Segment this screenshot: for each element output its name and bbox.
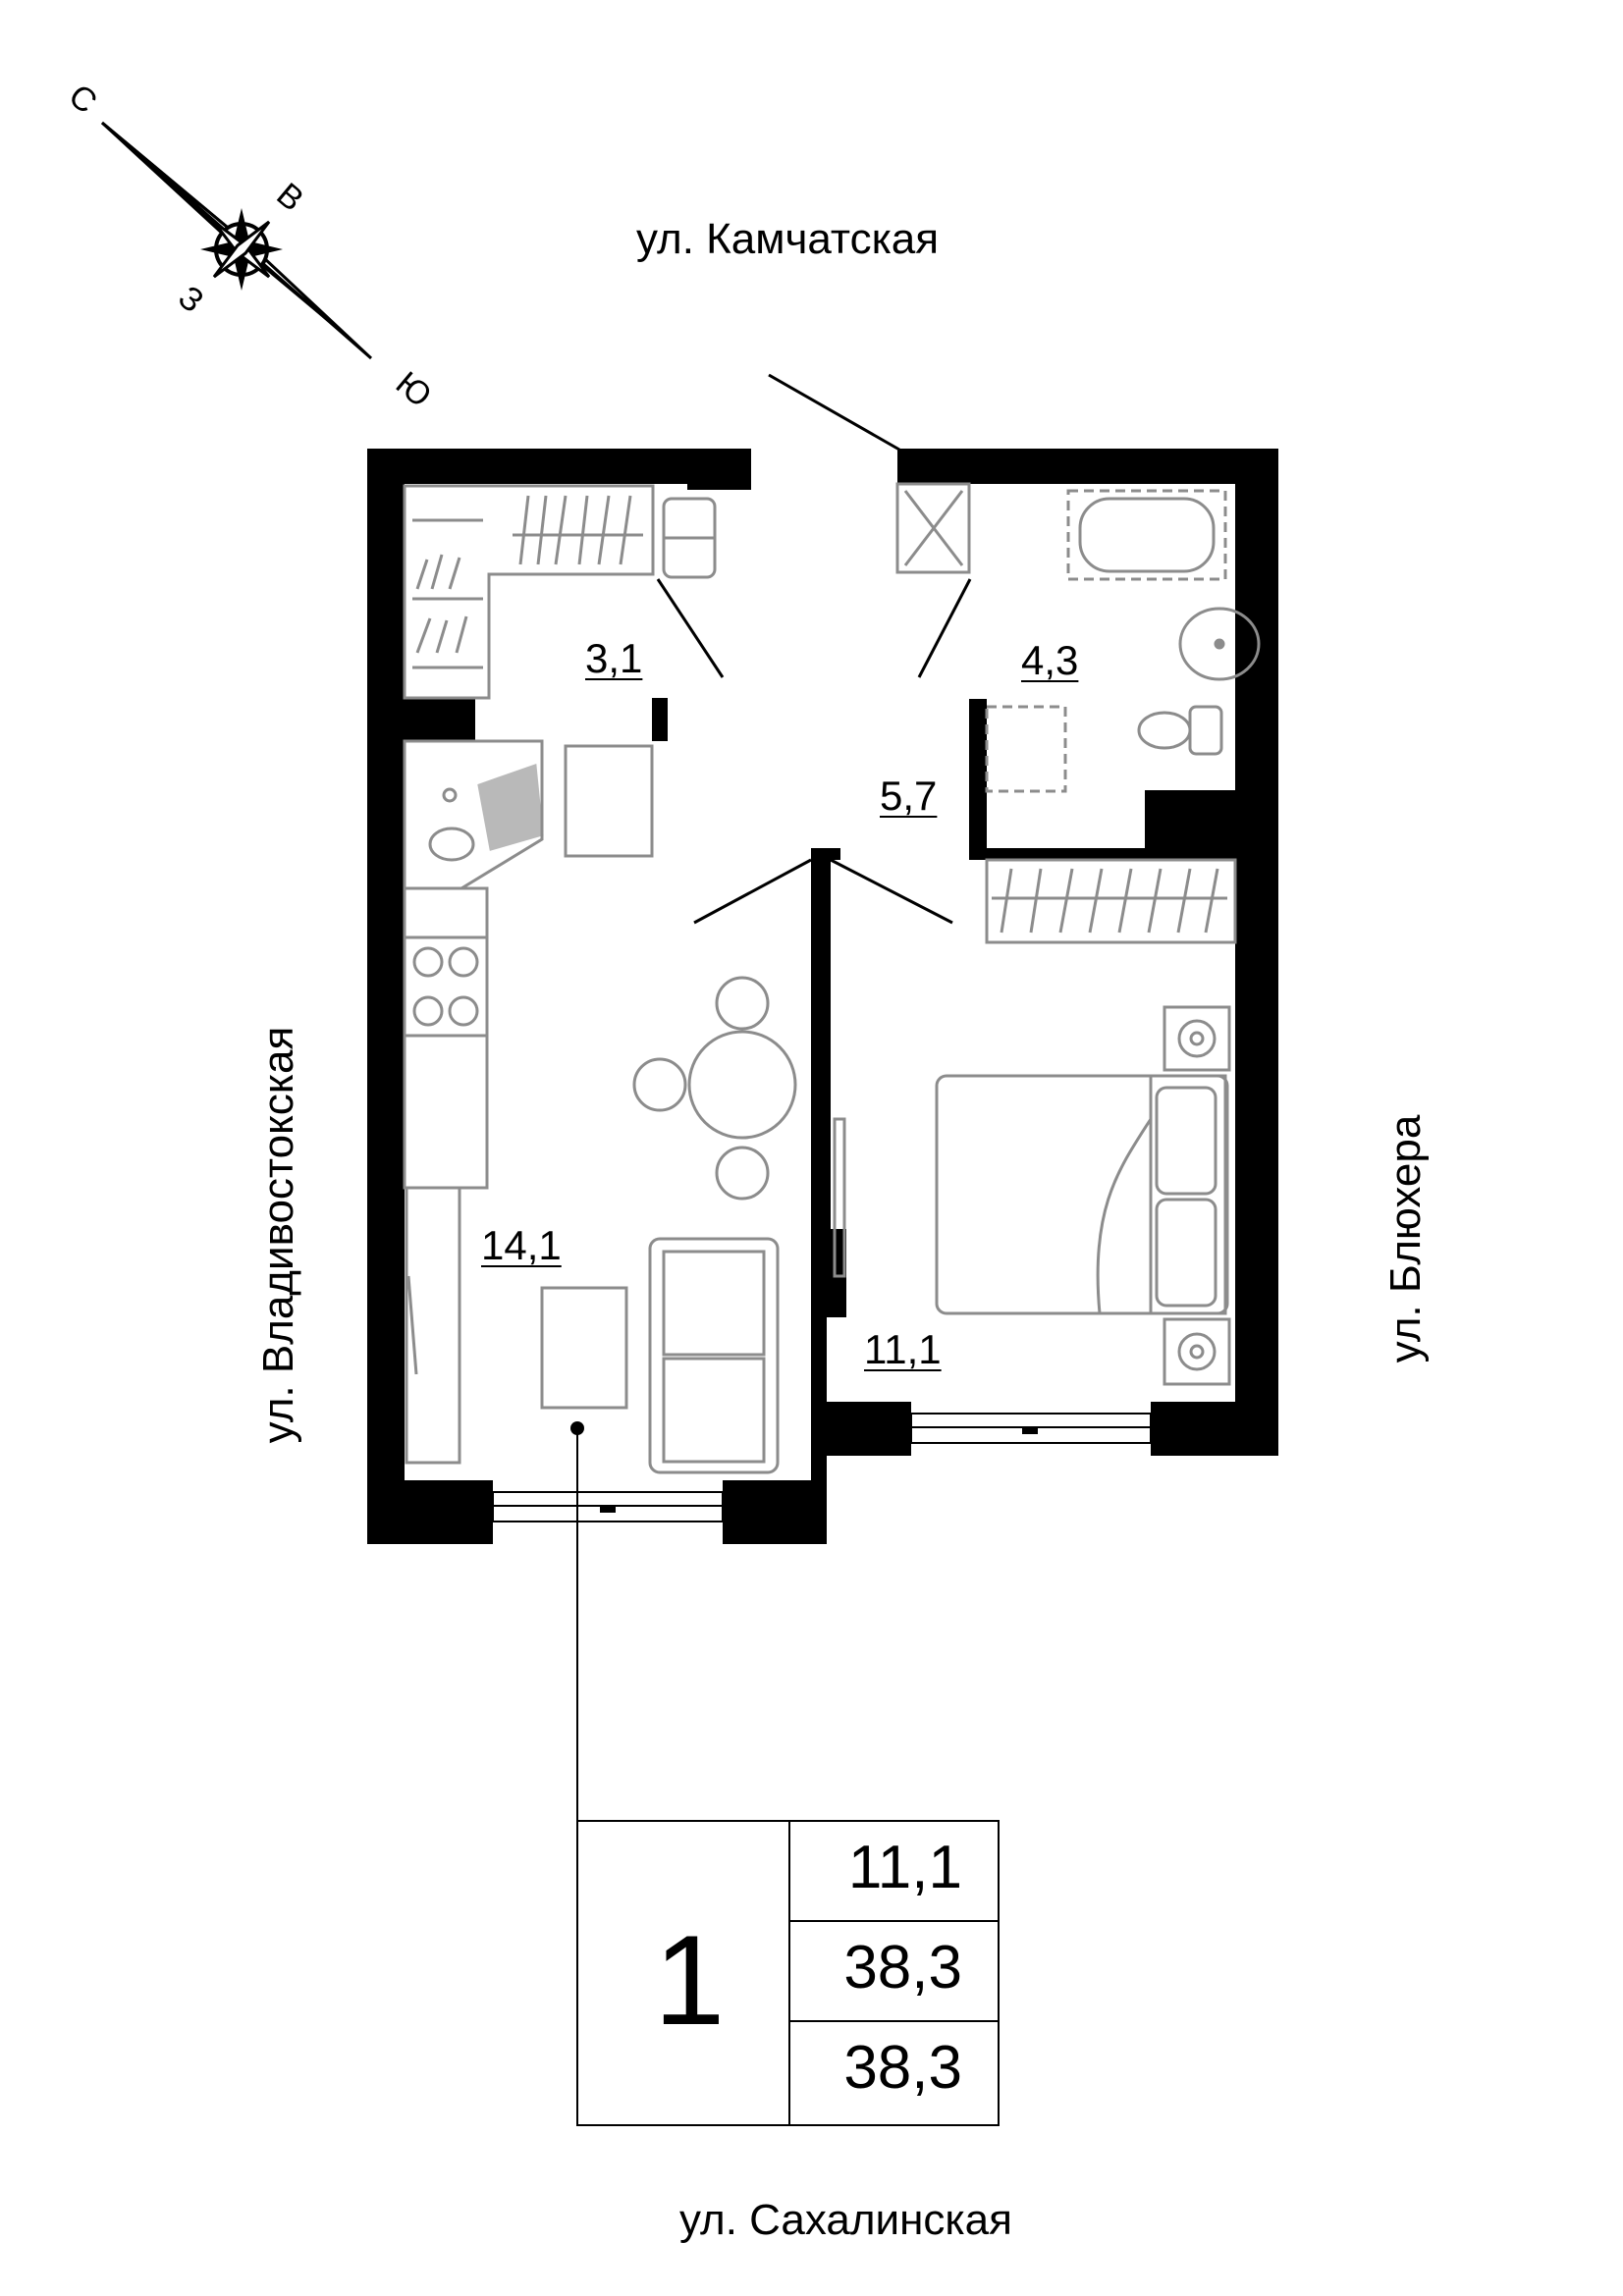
chair-icon bbox=[715, 1146, 770, 1201]
chair-icon bbox=[715, 976, 770, 1031]
room-area-bedroom: 11,1 bbox=[864, 1326, 942, 1372]
street-label-left: ул. Владивостокская bbox=[254, 1026, 302, 1444]
closet-hangers-icon bbox=[412, 495, 643, 669]
total-area-value: 38,3 bbox=[843, 1934, 962, 2002]
sofa-icon bbox=[648, 1237, 780, 1474]
bedroom-door-icon bbox=[833, 1117, 846, 1278]
fridge-icon bbox=[564, 744, 654, 858]
chair-icon bbox=[632, 1057, 687, 1112]
nightstand-icon bbox=[1163, 1317, 1231, 1386]
compass-rose-icon bbox=[100, 121, 373, 360]
coffee-table-icon bbox=[540, 1286, 628, 1410]
entrance-door-swing bbox=[768, 373, 900, 452]
windows bbox=[492, 1413, 1152, 1522]
furniture bbox=[403, 482, 1261, 1474]
hall-closet-icon bbox=[895, 482, 971, 574]
sink-icon bbox=[1178, 607, 1261, 681]
info-table bbox=[576, 1820, 1000, 2126]
street-label-top: ул. Камчатская bbox=[636, 215, 940, 263]
room-area-wardrobe: 3,1 bbox=[585, 635, 643, 681]
room-area-kitchen-living: 14,1 bbox=[481, 1222, 562, 1268]
kitchen-sink-icon bbox=[403, 739, 544, 890]
living-area-value: 11,1 bbox=[847, 1834, 962, 1901]
dining-table-icon bbox=[687, 1030, 797, 1140]
bathtub-icon bbox=[1066, 489, 1227, 581]
total-area-balcony-value: 38,3 bbox=[843, 2034, 962, 2102]
street-label-bottom: ул. Сахалинская bbox=[679, 2196, 1012, 2244]
nightstand-icon bbox=[1163, 1005, 1231, 1072]
bedroom-wardrobe-icon bbox=[985, 858, 1237, 944]
room-count: 1 bbox=[654, 1908, 726, 2052]
washing-machine-icon bbox=[985, 705, 1067, 793]
bedroom-door-swing bbox=[830, 858, 953, 925]
kitchen-cabinet-icon bbox=[405, 1186, 461, 1465]
street-label-right: ул. Блюхера bbox=[1381, 1114, 1430, 1363]
wardrobe-closet-icon bbox=[403, 484, 655, 700]
walls bbox=[367, 449, 1278, 1544]
room-area-bathroom: 4,3 bbox=[1021, 637, 1079, 683]
bed-icon bbox=[935, 1074, 1229, 1315]
room-area-hallway: 5,7 bbox=[880, 773, 938, 819]
kitchen-door-swing bbox=[693, 858, 812, 925]
